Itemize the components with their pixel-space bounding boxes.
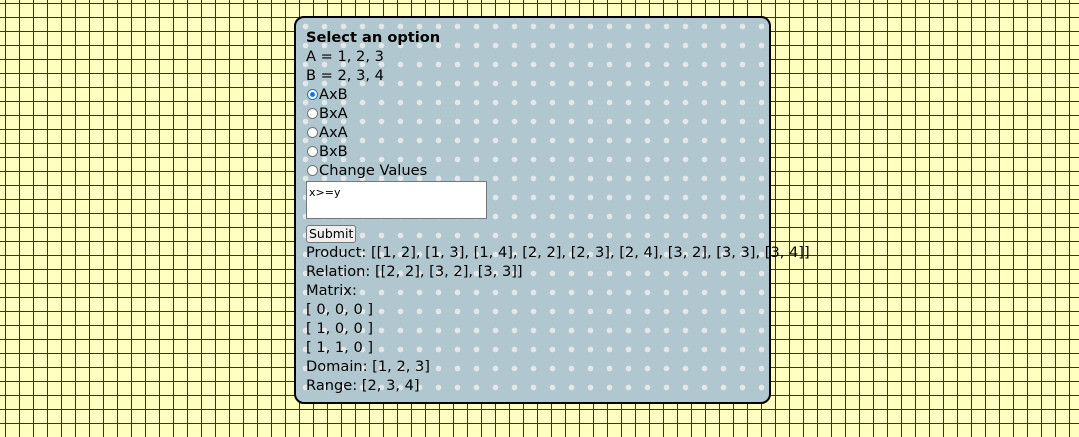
range-text: Range: [2, 3, 4]: [306, 377, 420, 394]
relation-input[interactable]: x>=y: [306, 181, 487, 219]
radio-change-values[interactable]: [307, 165, 318, 176]
radio-bxb[interactable]: [307, 146, 318, 157]
relation-text: Relation: [[2, 2], [3, 2], [3, 3]]: [306, 263, 523, 280]
option-axa[interactable]: AxA: [306, 123, 769, 142]
matrix-row-1: [ 0, 0, 0 ]: [306, 301, 374, 318]
domain-text: Domain: [1, 2, 3]: [306, 358, 430, 375]
options-panel: Select an option A = 1, 2, 3 B = 2, 3, 4…: [294, 16, 810, 404]
matrix-row-2: [ 1, 0, 0 ]: [306, 320, 374, 337]
option-bxa-label[interactable]: BxA: [319, 105, 348, 122]
radio-axb[interactable]: [307, 89, 318, 100]
option-bxb[interactable]: BxB: [306, 142, 769, 161]
set-b-text: B = 2, 3, 4: [306, 67, 384, 84]
matrix-row-3: [ 1, 1, 0 ]: [306, 339, 374, 356]
product-text: Product: [[1, 2], [1, 3], [1, 4], [2, 2]…: [306, 244, 810, 261]
matrix-label: Matrix:: [306, 282, 357, 299]
option-axa-label[interactable]: AxA: [319, 124, 348, 141]
option-change-values[interactable]: Change Values: [306, 161, 769, 180]
results-section: Product: [[1, 2], [1, 3], [1, 4], [2, 2]…: [306, 243, 810, 395]
radio-axa[interactable]: [307, 127, 318, 138]
option-bxa[interactable]: BxA: [306, 104, 769, 123]
set-a-text: A = 1, 2, 3: [306, 48, 384, 65]
form-title: Select an option: [306, 29, 441, 46]
option-axb[interactable]: AxB: [306, 85, 769, 104]
radio-bxa[interactable]: [307, 108, 318, 119]
option-bxb-label[interactable]: BxB: [319, 143, 348, 160]
submit-button[interactable]: Submit: [306, 225, 357, 243]
option-change-values-label[interactable]: Change Values: [319, 162, 428, 179]
option-axb-label[interactable]: AxB: [319, 86, 348, 103]
